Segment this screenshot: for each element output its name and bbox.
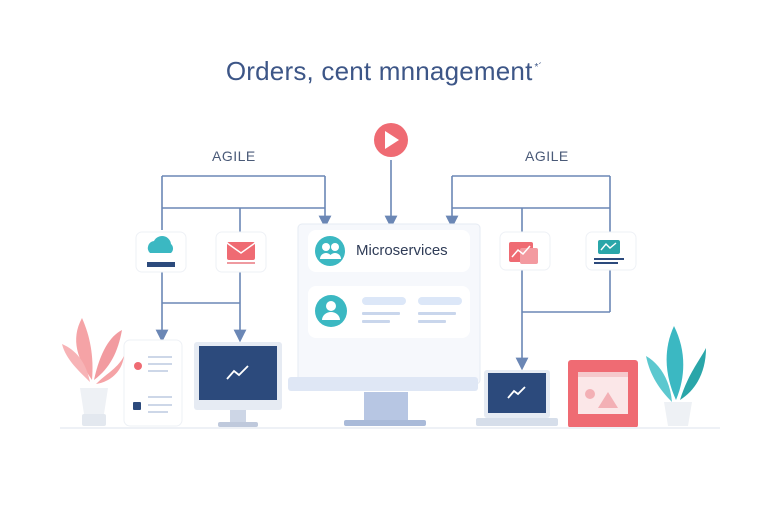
title-text: Orders, cent mnnagement (225, 56, 533, 86)
title-mark: *´ (534, 62, 543, 74)
analytics-monitor (194, 342, 282, 427)
users-icon (315, 236, 345, 266)
task-list-panel (123, 339, 183, 427)
profile-text-lines (362, 297, 462, 323)
user-icon (315, 295, 347, 327)
microservices-card (308, 230, 470, 272)
plant-right (646, 326, 706, 426)
email-icon (215, 231, 267, 273)
chart-panel-icon (585, 231, 637, 271)
image-panel (568, 360, 638, 428)
left-connectors (155, 175, 332, 343)
analytics-laptop (476, 370, 558, 426)
plant-left (62, 318, 124, 426)
cloud-storage-icon (135, 231, 187, 273)
right-connectors (445, 175, 611, 371)
microservices-label: Microservices (356, 242, 448, 259)
right-group-label: AGILE (525, 148, 569, 164)
page-title: Orders, cent mnnagement*´ (0, 56, 768, 87)
chart-card-icon (499, 231, 551, 271)
play-icon (374, 123, 408, 157)
left-group-label: AGILE (212, 148, 256, 164)
